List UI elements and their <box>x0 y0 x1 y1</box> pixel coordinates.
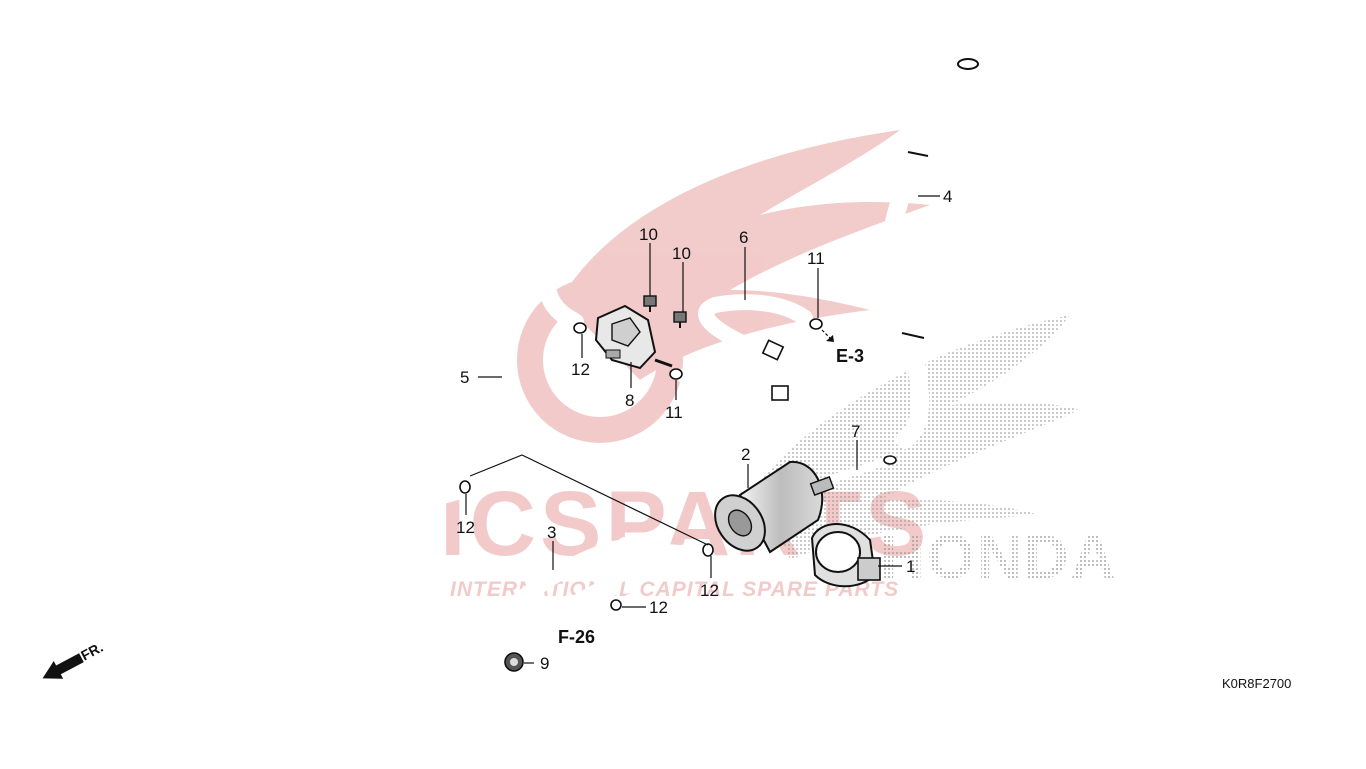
callout-6[interactable]: 6 <box>739 228 748 247</box>
canister-2[interactable] <box>705 460 835 560</box>
callout-12-bottom[interactable]: 12 <box>649 598 668 617</box>
hose-3[interactable] <box>448 537 708 669</box>
honda-dotted-wing <box>760 315 1080 560</box>
callout-10-left[interactable]: 10 <box>639 225 658 244</box>
clip-12-left[interactable] <box>459 480 471 494</box>
hose-5[interactable] <box>400 266 584 506</box>
callout-11-right[interactable]: 11 <box>807 249 825 268</box>
assembly-line <box>469 454 709 546</box>
callouts: 1 2 3 4 5 6 7 8 9 10 10 11 11 12 12 12 1… <box>456 187 952 673</box>
callout-2[interactable]: 2 <box>741 445 750 464</box>
reference-f26[interactable]: F-26 <box>558 627 595 647</box>
clip-12-top[interactable] <box>573 322 587 334</box>
callout-9[interactable]: 9 <box>540 654 549 673</box>
clip-12-bottom[interactable] <box>610 599 622 611</box>
watermark-tagline: INTERNATIONAL CAPITAL SPARE PARTS <box>450 578 899 601</box>
tube-7[interactable] <box>831 455 897 482</box>
honda-wordmark: HONDA <box>880 523 1117 592</box>
diagram-code: K0R8F2700 <box>1222 676 1291 691</box>
callout-11-left[interactable]: 11 <box>665 403 683 422</box>
callout-12-left[interactable]: 12 <box>456 518 475 537</box>
callout-8[interactable]: 8 <box>625 391 634 410</box>
bolt-10-right[interactable] <box>673 311 687 328</box>
callout-1[interactable]: 1 <box>906 557 915 576</box>
callout-4[interactable]: 4 <box>943 187 952 206</box>
watermark-gear <box>517 277 683 443</box>
callout-12-center[interactable]: 12 <box>700 581 719 600</box>
callout-5[interactable]: 5 <box>460 368 469 387</box>
callout-3[interactable]: 3 <box>547 523 556 542</box>
clip-11-left[interactable] <box>669 368 683 380</box>
reference-e3[interactable]: E-3 <box>836 346 864 366</box>
callout-7[interactable]: 7 <box>851 422 860 441</box>
clip-11-right[interactable] <box>809 318 823 330</box>
hose-4[interactable] <box>874 55 979 449</box>
clip-12-center[interactable] <box>702 543 714 557</box>
solenoid-valve-8[interactable] <box>594 304 673 370</box>
callout-12-top[interactable]: 12 <box>571 360 590 379</box>
leader-lines <box>465 195 940 664</box>
front-arrow-icon <box>42 653 84 679</box>
callout-10-right[interactable]: 10 <box>672 244 691 263</box>
front-direction-indicator: FR. <box>42 639 106 679</box>
clamp-9[interactable] <box>504 652 524 672</box>
holder-1[interactable] <box>810 523 881 588</box>
honda-dotted-logo: HONDA <box>760 315 1117 592</box>
hose-6[interactable] <box>677 294 822 406</box>
